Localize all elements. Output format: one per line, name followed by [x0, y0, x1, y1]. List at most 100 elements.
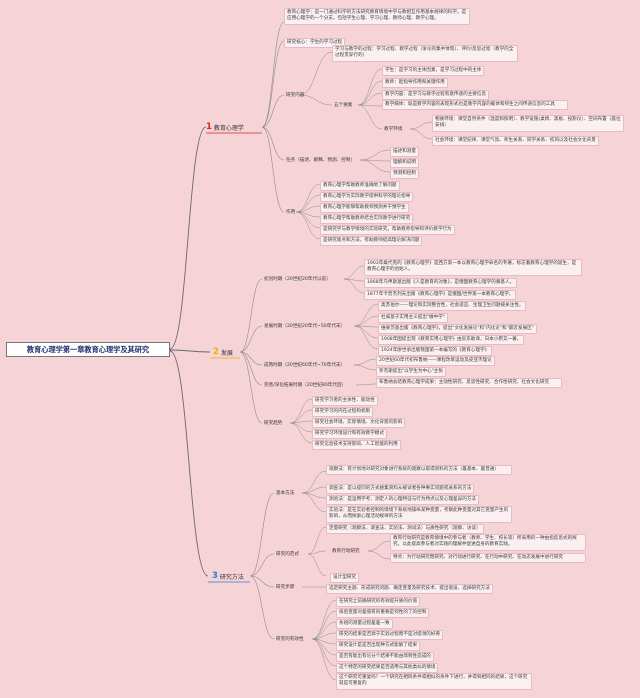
- c3-valid-3[interactable]: 条组的测量过程差差一致: [336, 619, 393, 629]
- c1-func-2[interactable]: 教育心理学为实际教学提供科学的理论指导: [320, 192, 414, 202]
- c2-trend-2[interactable]: 研究学习的内在过程和机制: [312, 407, 374, 417]
- wire-c3-paradigm-0: [307, 526, 327, 555]
- root-title[interactable]: 教育心理学第一章教育心理学及其研究: [6, 342, 170, 357]
- c1-func-5[interactable]: 是研究学与教学情境的实际研究，帮助教师指导和评价教学行为: [320, 225, 455, 235]
- wire-root-c3: [169, 350, 209, 577]
- wire-c2-4: [239, 351, 263, 424]
- c3-basic-2[interactable]: 调查法：是以提问的方式搜集资料从被试者各种事实问题或关系的方法: [326, 484, 475, 494]
- c3-valid-8[interactable]: 这个研究可重复吗？一个研究在相同条件或相似的条件下进行，并得到相同的结果，这个研…: [336, 673, 532, 690]
- wire-c3-valid-2: [311, 621, 337, 640]
- c1-content-label[interactable]: 研究内容: [286, 92, 305, 98]
- c3-basic-1[interactable]: 观察法：有计划地对研究对象进行系统的观察以取得资料的方法（最基本、最普通）: [326, 465, 512, 475]
- c3-basic-4[interactable]: 实验法：是在实验者控制的情境下系统地操纵某种变量，考察此种变量对其它变量产生的影…: [326, 506, 512, 523]
- wire-c3-action-0: [367, 540, 391, 552]
- wire-c2-mature-1: [353, 364, 377, 371]
- c3-action-1[interactable]: 教育行动研究是教育情境中的参与者（教师、学生、校长等）所采用的一种由指反思式的探…: [390, 534, 586, 551]
- wire-c2-init-0: [343, 265, 365, 280]
- c3-paradigm-label[interactable]: 研究的范式: [276, 551, 299, 557]
- c1-teach-content[interactable]: 教学内容：是学习与教学过程有意传递的主要信息: [382, 90, 490, 100]
- c3-valid-5[interactable]: 研究设计是是否出现种方式能解了结果: [336, 641, 421, 651]
- c3-valid-6[interactable]: 是否有能出有论分个结果不能由简到性造成的: [336, 652, 434, 662]
- c2-trend-4[interactable]: 研究学习环境设计和有效教学模式: [312, 429, 387, 439]
- wire-c1-five-1: [357, 80, 383, 106]
- wire-c3-paradigm-2: [307, 553, 327, 577]
- wire-c1-func-2: [295, 205, 321, 213]
- c2-trend-label[interactable]: 研究趋势: [264, 420, 283, 426]
- wire-c2-dev-1: [353, 315, 379, 327]
- c1-func-4[interactable]: 教育心理学帮助教师结合实际教学进行研究: [320, 214, 414, 224]
- wire-c2-trend-4: [289, 422, 313, 444]
- c2-init-3[interactable]: 1877年卡普杰列夫出版《教育心理学》是俄国/世界第一本教育心理学。: [364, 290, 517, 300]
- wire-c3-valid-7: [311, 638, 337, 681]
- chapter-1[interactable]: 1 教育心理学: [206, 121, 244, 133]
- c3-valid-1[interactable]: 在研究之前确研究的有效提升质的价值: [336, 597, 421, 607]
- c1-five-label[interactable]: 五个要素: [334, 102, 353, 108]
- c1-social[interactable]: 社会环境：课堂纪律、课堂气氛、师生关系、同学关系、校风以及社会文化背景: [432, 136, 599, 146]
- c1-task-1[interactable]: 描述和测量: [390, 147, 419, 157]
- wire-c1-func-0: [295, 183, 321, 213]
- wire-c3-basic-1: [301, 486, 327, 494]
- c1-definition[interactable]: 教育心理学：是一门通过科学的方法研究教育情境中学与教相互作用基本规律的科学。是应…: [284, 8, 470, 25]
- c2-deep[interactable]: 布鲁纳总结教育心理学成果：主动性研究、反思性研究、合作性研究、社会文化研究: [376, 378, 562, 388]
- wire-c1-task-2: [359, 159, 391, 173]
- wire-c2-dev-0: [353, 303, 379, 327]
- c1-student[interactable]: 学生：是学习的主体因素，是学习过程中的主体: [382, 66, 485, 76]
- c3-paradigm[interactable]: 定量研究（观察法、调查法、实验法、测试法）与质性研究（观察、访谈）: [326, 524, 484, 534]
- c2-dev-label[interactable]: 发展时期（20世纪20年代~50年代末）: [264, 323, 346, 329]
- c2-trend-1[interactable]: 研究学习者的主体性、能动性: [312, 396, 378, 406]
- c1-func-1[interactable]: 教育心理学帮助教师准确地了解问题: [320, 181, 400, 191]
- c3-steps-label[interactable]: 研究步骤: [276, 584, 295, 590]
- c1-func-label[interactable]: 作用: [286, 209, 296, 215]
- c1-task-2[interactable]: 理解和说明: [390, 158, 419, 168]
- c3-basic-label[interactable]: 基本方法: [276, 490, 295, 496]
- c2-mature-2[interactable]: 罗杰斯提出"以学生为中心"主张: [376, 367, 446, 377]
- c3-valid-2[interactable]: 排后变量对差值有的重要是何性的了的控制: [336, 608, 430, 618]
- c3-action-2[interactable]: 特点：为行动研究而研究、对行动进行研究、在行动中研究、在动态发展中进行研究: [390, 553, 586, 563]
- chapter-1-number: 1: [206, 122, 212, 132]
- c2-dev-2[interactable]: 杜威基于实用主义提出"做中学": [378, 313, 448, 323]
- c1-env-label[interactable]: 教学环境: [384, 126, 403, 132]
- c2-dev-1[interactable]: 奥苏伯尔——理论和实际整合性，社会适应、生理卫生问题被关注性。: [378, 301, 527, 311]
- c1-teacher[interactable]: 教师：起指导作用和关键作用: [382, 78, 448, 88]
- c1-core[interactable]: 研究核心：学生的学习过程: [284, 38, 346, 48]
- c2-dev-3[interactable]: 维果茨基出版《教育心理学》，提出"文化发展论"和"内化论"和"最近发展区": [378, 324, 537, 334]
- wire-root-c1: [169, 126, 207, 350]
- c3-valid-4[interactable]: 研究的结果是否源于实验过程而不是对提领的好奇: [336, 630, 444, 640]
- c3-valid-7[interactable]: 这个特定的研究结果是否适用与其他类似的情境: [336, 663, 439, 673]
- c2-init-2[interactable]: 1868年乌申斯基出版《人是教育的对象》，是俄国教育心理学的奠基人。: [364, 278, 518, 288]
- c2-trend-3[interactable]: 研究社会环境、实际情境、文化背景的影响: [312, 418, 406, 428]
- wire-c1-func-1: [295, 194, 321, 213]
- c2-init-1[interactable]: 1903年桑代克的《教育心理学》是西方第一本以教育心理学命名的专著，标志着教育心…: [364, 259, 582, 276]
- c3-action-label[interactable]: 教育行动研究: [332, 548, 360, 554]
- c1-process[interactable]: 学习与教学的过程：学习过程、教学过程（争论的集中体现）、评价/反思过程（教学的全…: [332, 45, 518, 62]
- c2-init-label[interactable]: 初创时期（20世纪20年代以前）: [264, 276, 331, 282]
- wire-c2-init-2: [343, 278, 365, 294]
- wire-c1-five-4: [357, 104, 383, 130]
- chapter-3-number: 3: [212, 571, 218, 581]
- c3-design[interactable]: 设计型研究: [330, 573, 359, 583]
- c1-media[interactable]: 教学媒体：既是教学内容的表现形式也是教学内容的载体和师生之间传递信息的工具: [382, 100, 568, 110]
- c1-physical[interactable]: 物质环境：课堂自然条件（温度和照明）、教学设施(桌椅、黑板、投影仪）、空间布置（…: [432, 115, 624, 132]
- c2-dev-5[interactable]: 1924年廖世承出版我国第一本编写的《教育心理学》: [378, 346, 493, 356]
- c1-task-label[interactable]: 任务（描述、解释、预测、控制）: [286, 157, 355, 163]
- wire-c2-1: [239, 325, 263, 353]
- c3-steps[interactable]: 选定研究主题、形成研究问题、确定变量及研究技术、提出假设、选择研究方法: [326, 584, 493, 594]
- c2-trend-5[interactable]: 研究信息技术支持影响、人工智能的利用: [312, 440, 401, 450]
- c2-mature-label[interactable]: 成熟时期（20世纪60年代~70年代末）: [264, 362, 346, 368]
- c1-func-6[interactable]: 是研究观点和方法，有助教师提高理论解决问题: [320, 236, 423, 246]
- wire-c1-env-1: [409, 128, 433, 140]
- c2-mature-1[interactable]: 20世纪60年代初布鲁纳——课程改革运动及皮亚杰理论: [376, 356, 495, 366]
- wire-c2-mature-0: [353, 358, 377, 366]
- c1-task-3[interactable]: 预测和控制: [390, 169, 419, 179]
- chapter-2-title: 发展: [220, 349, 233, 357]
- chapter-3[interactable]: 3 研究方法: [212, 570, 244, 582]
- c3-valid-label[interactable]: 研究的有效性: [276, 636, 304, 642]
- chapter-2[interactable]: 2 发展: [213, 346, 233, 358]
- c2-dev-4[interactable]: 1908年国提出现《教育实用心理学》由房东助译，日本小原又一著。: [378, 335, 525, 345]
- wire-c2-dev-3: [353, 325, 379, 339]
- c3-basic-3[interactable]: 测验法：是运用学考、测定人的心理特征与行为特点以及心理差异的方法: [326, 495, 480, 505]
- wire-c2-dev-4: [353, 325, 379, 350]
- c2-deep-label[interactable]: 完善/深化拓展时期（20世纪80年代后）: [264, 382, 347, 388]
- wire-c1-content-0: [299, 51, 333, 96]
- c1-func-3[interactable]: 教育心理学能够帮助教师预测并干预学生: [320, 203, 409, 213]
